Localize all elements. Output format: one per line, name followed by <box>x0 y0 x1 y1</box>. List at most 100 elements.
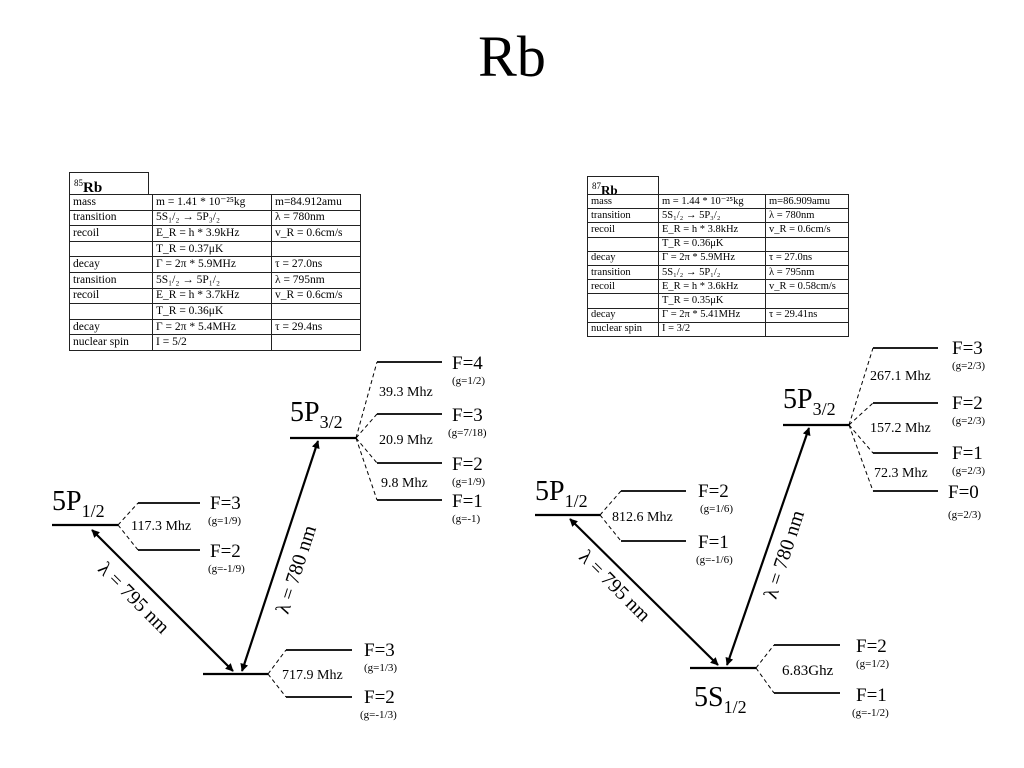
rb85-780nm-arrow <box>240 440 320 672</box>
rb85-p12-splitting: 117.3 Mhz <box>131 519 191 534</box>
rb85-s12-f3-label: F=3 <box>364 640 395 661</box>
rb87-p32-level-label: 5P3/2 <box>783 384 836 419</box>
rb85-p12-f2-g: (g=-1/9) <box>208 563 245 575</box>
rb85-p32-dash-f3 <box>355 413 378 439</box>
table-cell-property: transition <box>69 209 153 227</box>
rb85-p32-f4-label: F=4 <box>452 353 483 374</box>
rb85-p32-splitting-43: 39.3 Mhz <box>379 385 433 400</box>
rb87-p12-dash-upper <box>599 490 622 516</box>
table-cell-secondary <box>271 334 361 351</box>
rb85-p32-f3-g: (g=7/18) <box>448 427 487 439</box>
table-cell-secondary <box>765 236 849 252</box>
rb85-p12-level-label: 5P1/2 <box>52 486 105 521</box>
rb85-s12-splitting: 717.9 Mhz <box>282 668 343 683</box>
rb87-s12-f1-g: (g=-1/2) <box>852 707 889 719</box>
table-row: T_R = 0.35μK <box>587 293 849 309</box>
rb87-table-header: 87Rb <box>587 176 659 198</box>
rb85-p32-f4-g: (g=1/2) <box>452 375 485 387</box>
rb85-table-header: 85Rb <box>69 172 149 196</box>
table-cell-value: I = 3/2 <box>658 321 766 337</box>
rb87-p32-f3-label: F=3 <box>952 338 983 359</box>
rb85-p32-f2-g: (g=1/9) <box>452 476 485 488</box>
table-cell-property: nuclear spin <box>69 334 153 351</box>
rb87-s12-dash-lower <box>755 667 775 694</box>
rb87-p32-splitting-21: 157.2 Mhz <box>870 421 931 436</box>
rb87-p12-f2-label: F=2 <box>698 481 729 502</box>
rb85-s12-dash-lower <box>267 673 287 698</box>
rb85-p12-f3-g: (g=1/9) <box>208 515 241 527</box>
rb87-s12-f2-label: F=2 <box>856 636 887 657</box>
rb87-s12-level-label: 5S1/2 <box>694 682 747 717</box>
rb85-s12-f2-label: F=2 <box>364 687 395 708</box>
rb85-p32-dash-f4 <box>355 361 378 439</box>
rb87-p32-dash-f0 <box>848 424 874 492</box>
table-cell-value: T_R = 0.37μK <box>152 240 272 258</box>
rb85-p12-f3-label: F=3 <box>210 493 241 514</box>
table-cell-secondary: m=84.912amu <box>271 194 361 211</box>
rb85-795nm-label: λ = 795 nm <box>93 558 174 639</box>
rb87-p12-f1-label: F=1 <box>698 532 729 553</box>
table-row: T_R = 0.36μK <box>587 236 849 252</box>
rb87-p32-f1-label: F=1 <box>952 443 983 464</box>
table-cell-value: E_R = h * 3.7kHz <box>152 287 272 305</box>
rb85-s12-f2-g: (g=-1/3) <box>360 709 397 721</box>
rb87-s12-f1-label: F=1 <box>856 685 887 706</box>
table-cell-secondary <box>765 321 849 337</box>
table-row: T_R = 0.37μK <box>69 240 361 258</box>
slide-title: Rb <box>478 24 546 89</box>
rb85-p32-dash-f1 <box>355 437 378 501</box>
rb87-780nm-label: λ = 780 nm <box>760 507 809 601</box>
rb87-p32-f0-label: F=0 <box>948 482 979 503</box>
table-cell-value: T_R = 0.36μK <box>658 236 766 252</box>
table-cell-value: E_R = h * 3.9kHz <box>152 225 272 242</box>
rb85-780nm-label: λ = 780 nm <box>272 522 321 616</box>
rb85-p32-f2-label: F=2 <box>452 454 483 475</box>
rb87-p12-f2-g: (g=1/6) <box>700 503 733 515</box>
rb85-p32-splitting-21: 9.8 Mhz <box>381 476 428 491</box>
rb85-p32-f3-label: F=3 <box>452 405 483 426</box>
rb85-s12-f3-g: (g=1/3) <box>364 662 397 674</box>
table-cell-value: T_R = 0.36μK <box>152 303 272 320</box>
rb85-p12-dash-upper <box>117 502 139 526</box>
rb85-diagram: 5P1/2 117.3 Mhz F=3 (g=1/9) F=2 (g=-1/9)… <box>52 353 487 721</box>
rb87-p32-splitting-32: 267.1 Mhz <box>870 369 931 384</box>
rb87-s12-f2-g: (g=1/2) <box>856 658 889 670</box>
rb87-p12-f1-g: (g=-1/6) <box>696 554 733 566</box>
rb87-mass-number: 87 <box>592 181 601 191</box>
rb87-p12-level-label: 5P1/2 <box>535 476 588 511</box>
table-cell-secondary: τ = 29.4ns <box>271 318 361 336</box>
rb87-s12-splitting: 6.83Ghz <box>782 663 834 679</box>
table-cell-property: decay <box>69 318 153 336</box>
table-cell-secondary: v_R = 0.6cm/s <box>765 222 849 238</box>
rb87-p32-f2-label: F=2 <box>952 393 983 414</box>
rb85-p32-splitting-32: 20.9 Mhz <box>379 433 433 448</box>
rb87-symbol: Rb <box>601 182 618 198</box>
rb85-795nm-arrow <box>91 529 234 672</box>
rb85-p32-dash-f2 <box>355 437 378 464</box>
rb87-s12-dash-upper <box>755 644 775 669</box>
table-cell-secondary: m=86.909amu <box>765 193 849 210</box>
rb87-p32-f1-g: (g=2/3) <box>952 465 985 477</box>
rb85-p32-level-label: 5P3/2 <box>290 397 343 432</box>
rb85-p32-f1-label: F=1 <box>452 491 483 512</box>
rb87-p32-f0-g: (g=2/3) <box>948 509 981 521</box>
rb87-p32-dash-f2 <box>848 402 874 426</box>
rb85-symbol: Rb <box>83 180 103 196</box>
rb85-p32-f1-g: (g=-1) <box>452 513 481 525</box>
rb87-p32-dash-f1 <box>848 424 874 454</box>
rb87-780nm-arrow <box>725 427 811 666</box>
rb87-795nm-arrow <box>569 518 719 666</box>
